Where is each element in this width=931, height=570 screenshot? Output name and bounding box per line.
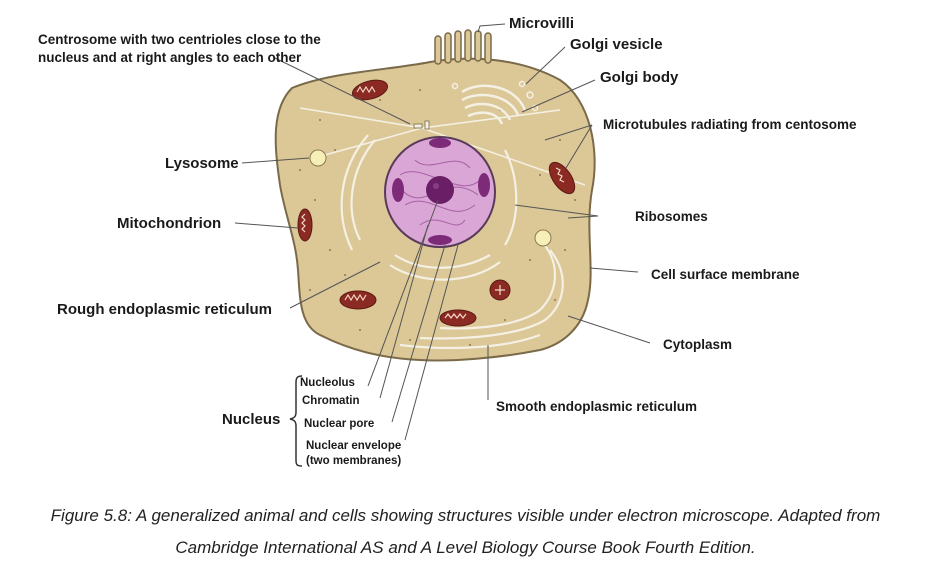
caption-line2: Cambridge International AS and A Level B… <box>175 538 755 557</box>
label-golgi-body: Golgi body <box>600 69 679 86</box>
label-nuclear-envelope-line1: Nuclear envelope <box>306 440 401 452</box>
lysosome-right <box>534 229 552 247</box>
lysosome-left <box>309 149 327 167</box>
cell <box>274 29 596 362</box>
lysosomes <box>309 149 552 247</box>
label-nucleolus: Nucleolus <box>300 377 355 389</box>
label-nuclear-pore: Nuclear pore <box>304 418 374 430</box>
caption-line1: Figure 5.8: A generalized animal and cel… <box>51 506 881 525</box>
mitochondrion-bottom-left <box>339 290 377 310</box>
label-nucleus: Nucleus <box>222 411 280 428</box>
label-microtubules: Microtubules radiating from centosome <box>603 117 857 132</box>
label-chromatin: Chromatin <box>302 395 360 407</box>
nucleolus <box>426 176 454 204</box>
golgi-body <box>461 84 527 125</box>
mitochondria-cristae <box>301 85 565 319</box>
smooth-endoplasmic-reticulum <box>399 239 564 350</box>
label-centrosome-line1: Centrosome with two centrioles close to … <box>38 32 321 47</box>
rough-endoplasmic-reticulum <box>340 134 518 281</box>
mitochondrion-right <box>548 161 576 195</box>
label-nuclear-envelope-line2: (two membranes) <box>306 455 401 467</box>
labels: Centrosome with two centrioles close to … <box>38 15 857 467</box>
label-golgi-vesicle: Golgi vesicle <box>570 36 663 53</box>
golgi-vesicles <box>451 80 539 112</box>
label-rough-er: Rough endoplasmic reticulum <box>57 301 272 318</box>
label-mitochondrion: Mitochondrion <box>117 215 221 232</box>
mitochondrion-left <box>297 208 313 242</box>
centrosome <box>413 120 430 130</box>
mitochondrion-bottom <box>439 309 477 327</box>
leader-lines <box>234 23 651 441</box>
microvilli <box>434 29 492 65</box>
nucleus <box>384 136 496 248</box>
nucleus-brace <box>289 375 303 467</box>
label-lysosome: Lysosome <box>165 155 239 172</box>
label-microvilli: Microvilli <box>509 15 574 32</box>
label-cell-surface-membrane: Cell surface membrane <box>651 267 800 282</box>
label-smooth-er: Smooth endoplasmic reticulum <box>496 399 697 414</box>
heterochromatin <box>392 138 490 245</box>
label-cytoplasm: Cytoplasm <box>663 337 732 352</box>
label-centrosome-line2: nucleus and at right angles to each othe… <box>38 50 302 65</box>
figure-caption: Figure 5.8: A generalized animal and cel… <box>51 506 881 557</box>
label-ribosomes: Ribosomes <box>635 209 708 224</box>
